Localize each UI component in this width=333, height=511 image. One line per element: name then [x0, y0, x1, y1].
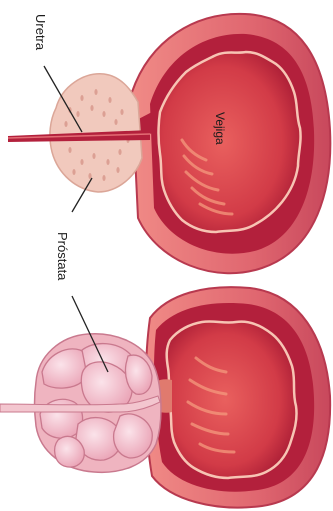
- vejiga-label: Vejiga: [213, 112, 227, 145]
- uretra-label: Uretra: [33, 14, 48, 51]
- enlarged-bladder-lumen: [167, 321, 297, 478]
- normal-bladder-lumen: [159, 52, 301, 232]
- enlarged-bladder-group: [0, 287, 330, 507]
- prostata-label: Próstata: [55, 232, 70, 281]
